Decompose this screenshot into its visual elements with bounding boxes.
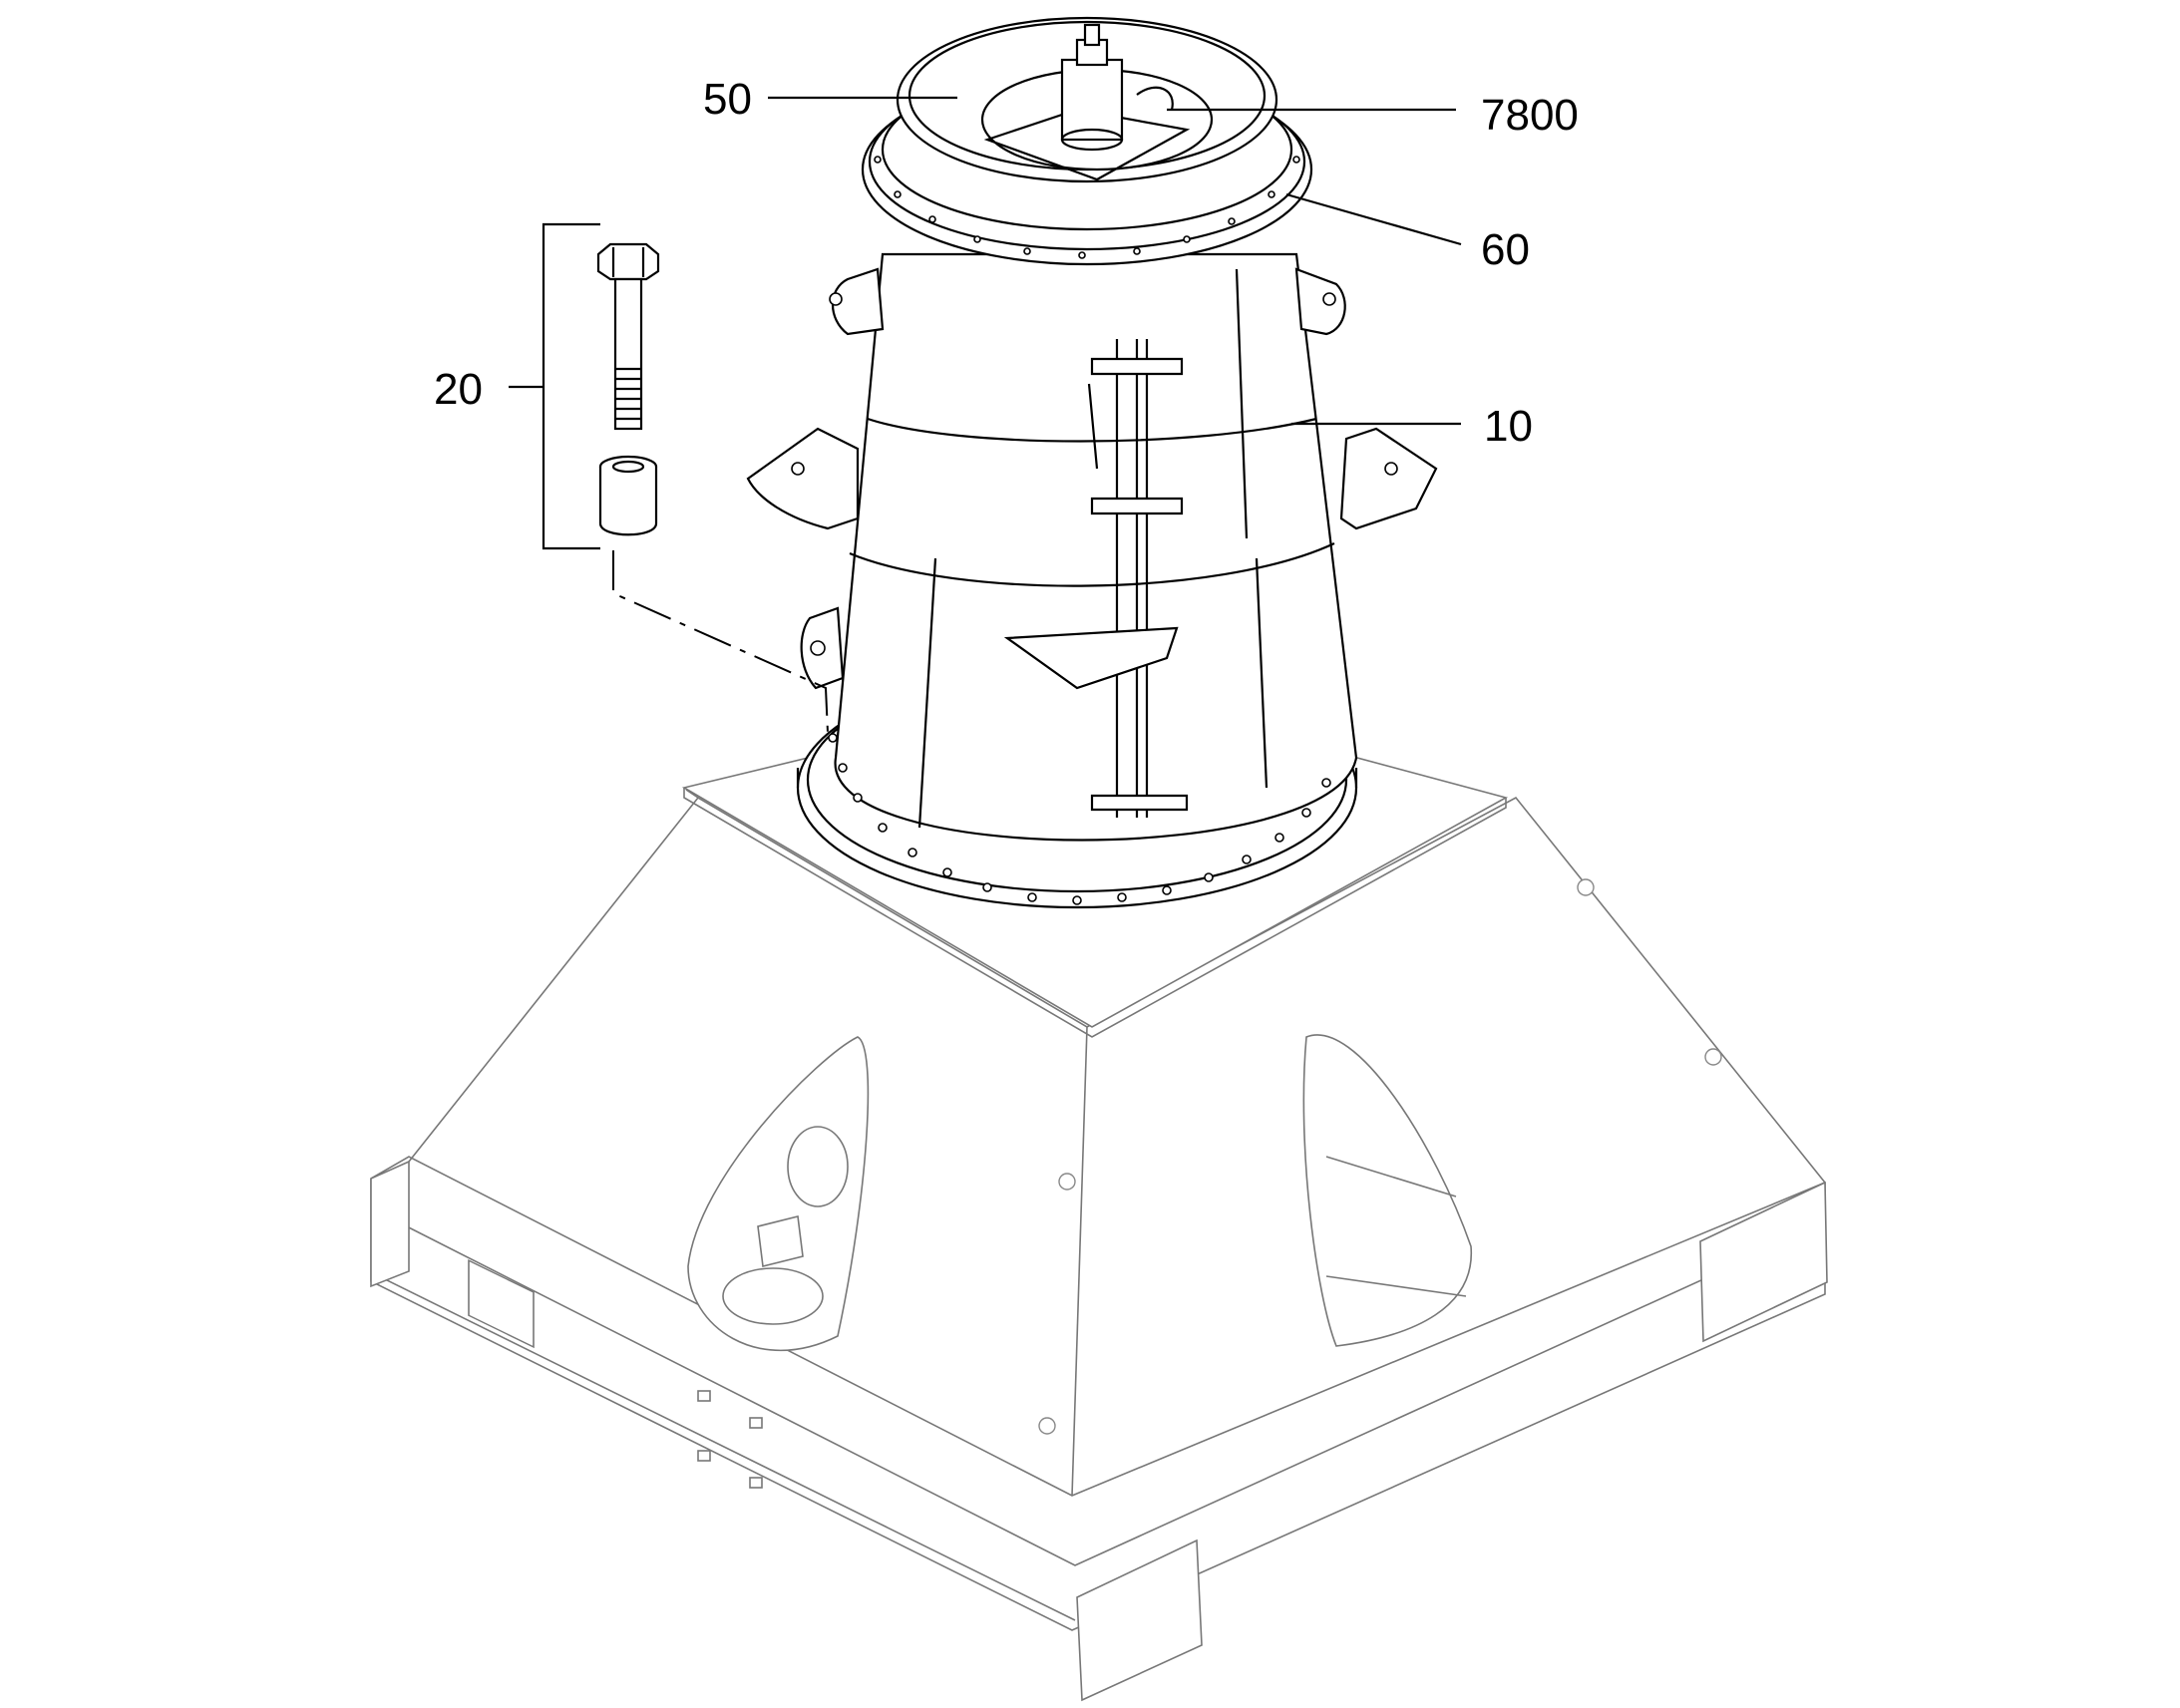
corner-plate-left	[370, 1160, 410, 1288]
callout-7800: 7800	[1481, 91, 1579, 140]
lug-left-upper	[832, 267, 885, 336]
corner-plate-right	[1699, 1181, 1828, 1343]
cone-tower-section	[746, 252, 1438, 909]
spacer-sleeve	[598, 455, 658, 536]
fastener-kit	[542, 222, 829, 734]
ladder-bracket-4	[1090, 794, 1189, 812]
cone-body	[834, 252, 1358, 842]
side-plate	[468, 1259, 535, 1349]
callout-50: 50	[703, 75, 752, 124]
lug-right-upper	[1294, 267, 1346, 336]
valve-assembly	[1060, 23, 1174, 152]
top-ring-assembly	[861, 16, 1313, 266]
callout-10: 10	[1484, 402, 1533, 451]
corner-plate-front	[1076, 1538, 1203, 1702]
ladder-bracket-1	[1090, 357, 1184, 376]
ladder-bracket-2	[1090, 497, 1184, 515]
top-flange-holes	[874, 156, 1300, 259]
assembly-path	[612, 550, 829, 734]
callout-labels: 50 7800 60 10 20	[434, 75, 1579, 451]
shell-opening-left	[687, 1036, 870, 1352]
bottom-flange-holes	[828, 733, 1331, 905]
callout-leaders	[509, 96, 1462, 426]
lug-left-mid	[746, 427, 860, 530]
hex-bolt	[596, 242, 660, 431]
kit-bracket	[542, 222, 600, 550]
lug-right-mid	[1339, 427, 1438, 530]
shell-opening-right	[1302, 1034, 1472, 1347]
callout-60: 60	[1481, 225, 1530, 274]
callout-20: 20	[434, 365, 483, 414]
ladder-bracket-3	[1003, 626, 1179, 690]
